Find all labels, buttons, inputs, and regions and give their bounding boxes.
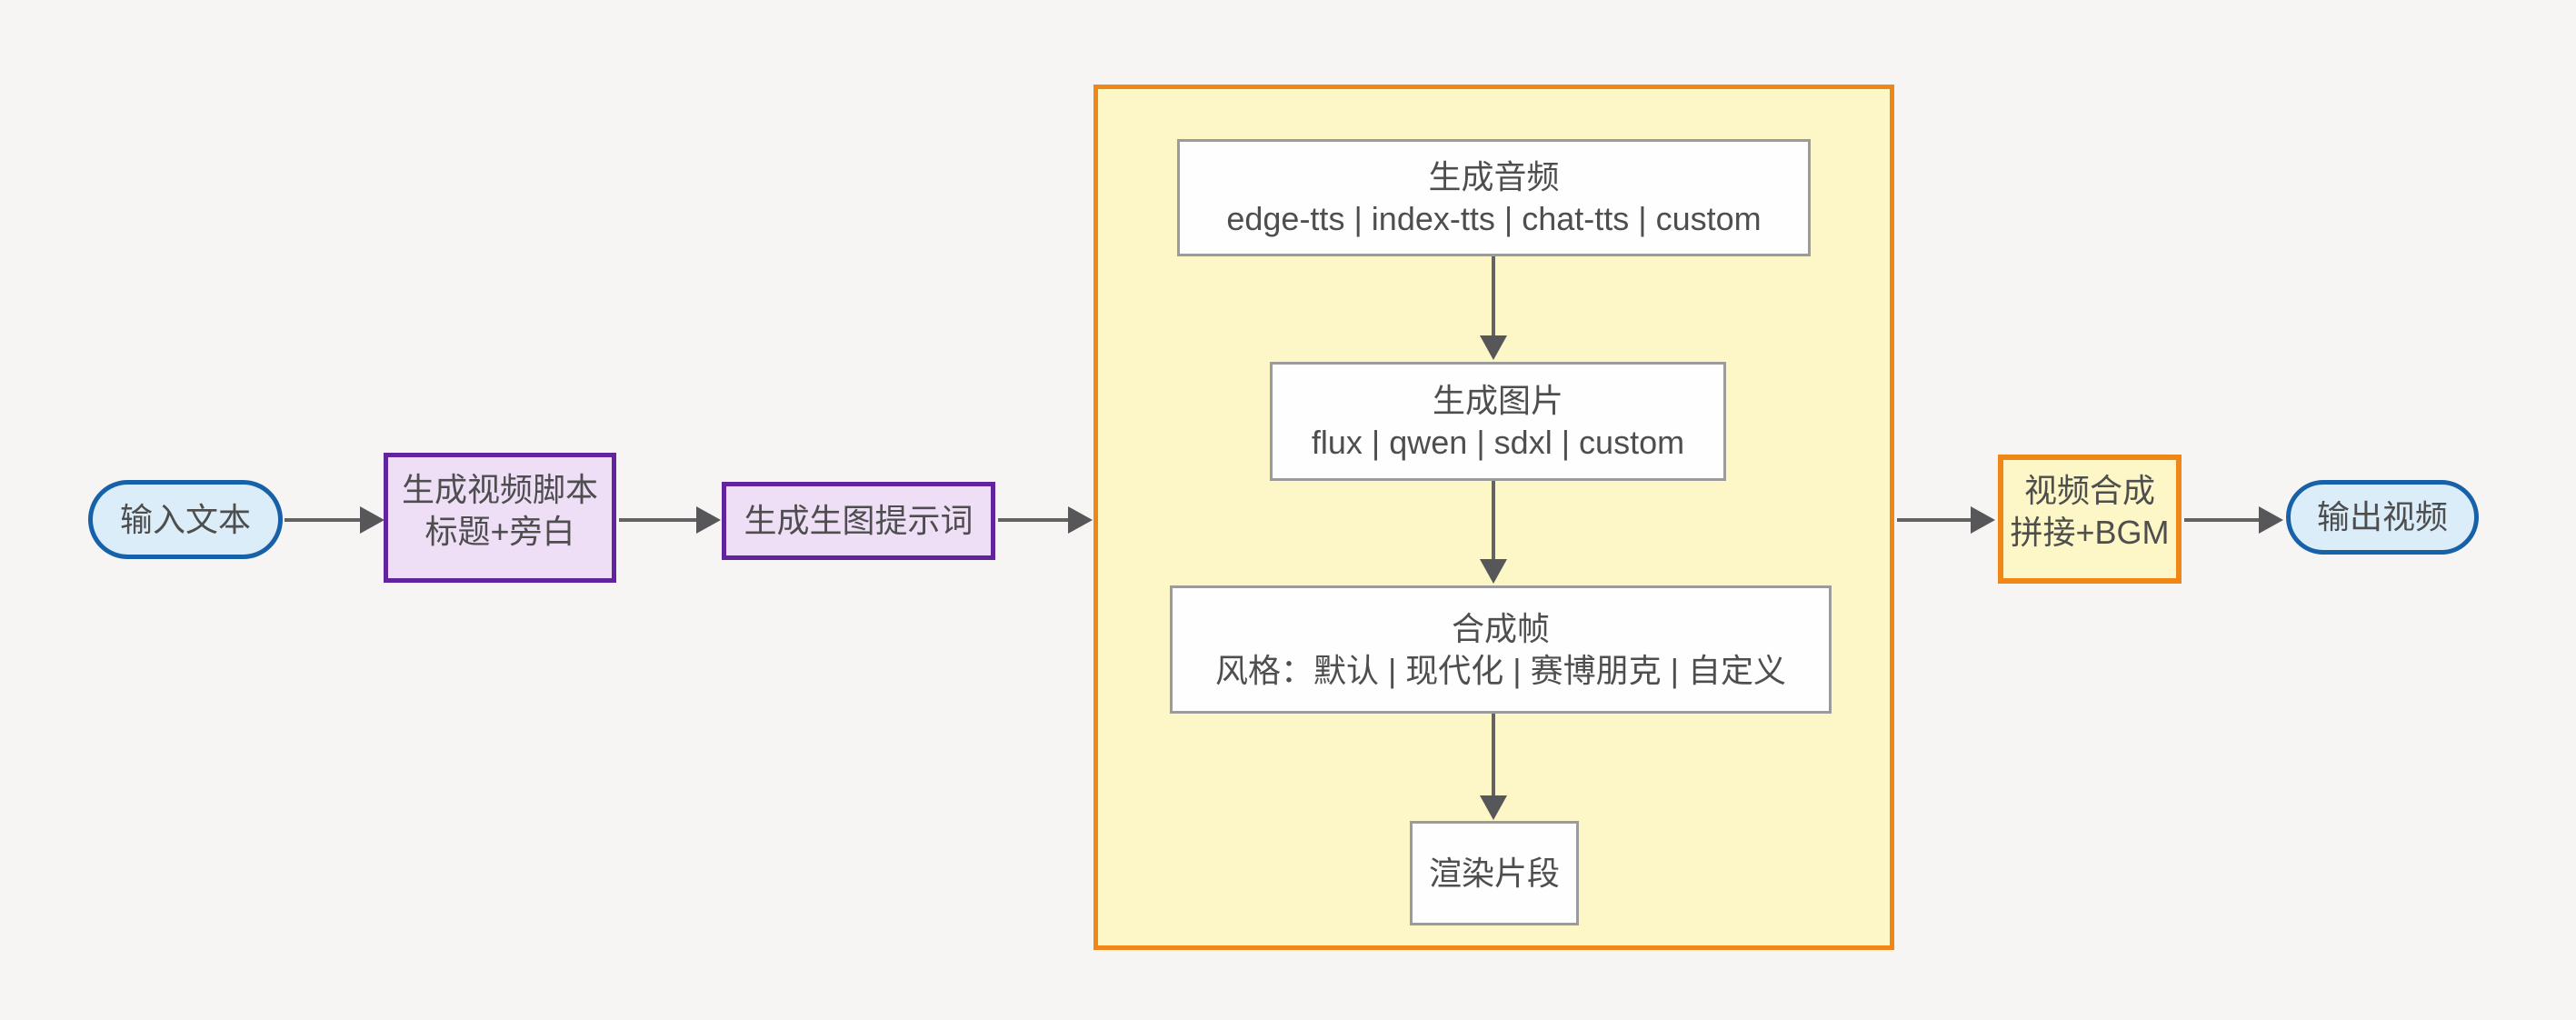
node-generate-image-line2: flux | qwen | sdxl | custom xyxy=(1311,423,1685,461)
arrow-image-frame-head xyxy=(1480,559,1507,584)
arrow-compose-output-head xyxy=(2259,506,2283,534)
node-output-video-label: 输出视频 xyxy=(2316,498,2448,535)
node-generate-audio: 生成音频 edge-tts | index-tts | chat-tts | c… xyxy=(1177,139,1811,256)
arrow-subgraph-compose-head xyxy=(1971,506,1995,534)
arrow-prompt-subgraph-line xyxy=(998,518,1071,522)
arrow-image-frame-line xyxy=(1492,481,1495,560)
node-compose-frame: 合成帧 风格：默认 | 现代化 | 赛博朋克 | 自定义 xyxy=(1170,585,1832,714)
node-compose-frame-line1: 合成帧 xyxy=(1451,609,1550,647)
node-compose-frame-line2: 风格：默认 | 现代化 | 赛博朋克 | 自定义 xyxy=(1214,651,1787,689)
arrow-compose-output-line xyxy=(2184,518,2261,522)
node-generate-audio-line1: 生成音频 xyxy=(1428,157,1560,195)
node-video-compose-line1: 视频合成 xyxy=(2023,472,2155,509)
arrow-audio-image-line xyxy=(1492,256,1495,336)
arrow-frame-render-head xyxy=(1480,795,1507,820)
node-generate-image-prompt-label: 生成生图提示词 xyxy=(744,502,973,539)
node-generate-script-line2: 标题+旁白 xyxy=(424,512,575,550)
node-input-text-label: 输入文本 xyxy=(119,500,251,538)
node-video-compose: 视频合成 拼接+BGM xyxy=(1998,455,2182,584)
node-generate-image: 生成图片 flux | qwen | sdxl | custom xyxy=(1270,362,1726,481)
arrow-prompt-subgraph-head xyxy=(1068,506,1093,534)
arrow-script-prompt-line xyxy=(619,518,699,522)
arrow-audio-image-head xyxy=(1480,335,1507,360)
arrow-frame-render-line xyxy=(1492,714,1495,796)
arrow-input-script-head xyxy=(360,506,384,534)
arrow-input-script-line xyxy=(285,518,363,522)
node-generate-script-line1: 生成视频脚本 xyxy=(401,470,598,508)
arrow-script-prompt-head xyxy=(696,506,721,534)
node-output-video: 输出视频 xyxy=(2286,480,2479,555)
node-generate-image-prompt: 生成生图提示词 xyxy=(722,482,995,560)
node-video-compose-line2: 拼接+BGM xyxy=(2010,514,2170,551)
node-render-segment-label: 渲染片段 xyxy=(1428,854,1560,892)
node-generate-script: 生成视频脚本 标题+旁白 xyxy=(384,453,616,583)
arrow-subgraph-compose-line xyxy=(1897,518,1973,522)
node-input-text: 输入文本 xyxy=(88,480,283,559)
node-generate-audio-line2: edge-tts | index-tts | chat-tts | custom xyxy=(1226,199,1762,237)
node-generate-image-line1: 生成图片 xyxy=(1432,381,1563,419)
node-render-segment: 渲染片段 xyxy=(1410,821,1579,925)
